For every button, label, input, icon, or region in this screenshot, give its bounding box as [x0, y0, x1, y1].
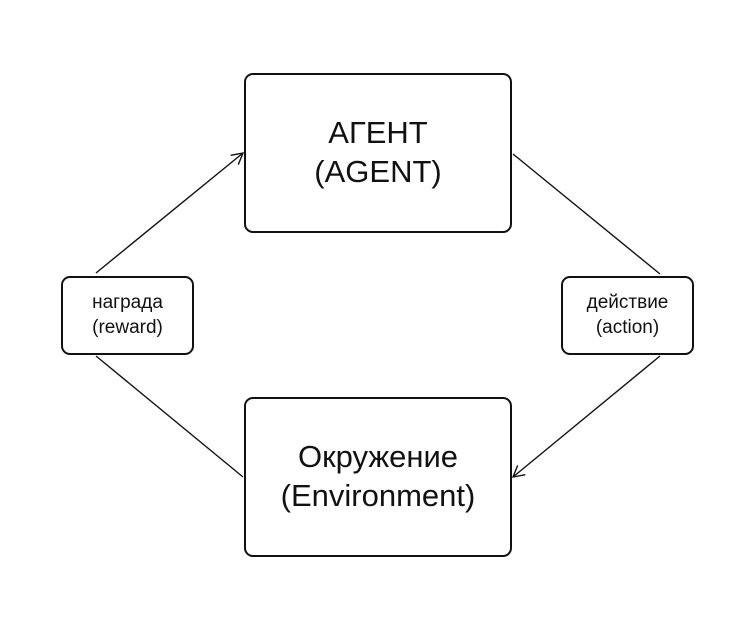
edge-action-to-environment	[511, 355, 661, 478]
reward-label-en: (reward)	[92, 316, 163, 338]
reward-label-ru: награда	[92, 291, 163, 313]
environment-label-ru: Окружение	[297, 439, 459, 475]
agent-box: АГЕНТ (AGENT)	[244, 73, 512, 233]
agent-label-ru: АГЕНТ	[328, 115, 428, 151]
reward-box: награда (reward)	[61, 276, 194, 355]
edge-reward-to-agent	[95, 152, 245, 274]
action-box: действие (action)	[561, 276, 694, 355]
environment-box: Окружение (Environment)	[244, 397, 512, 557]
agent-label-en: (AGENT)	[314, 154, 442, 189]
action-label-ru: действие	[586, 291, 669, 313]
environment-label-en: (Environment)	[280, 478, 476, 513]
action-label-en: (action)	[595, 316, 660, 338]
edge-environment-to-reward	[95, 355, 244, 478]
edge-agent-to-action	[512, 153, 661, 275]
